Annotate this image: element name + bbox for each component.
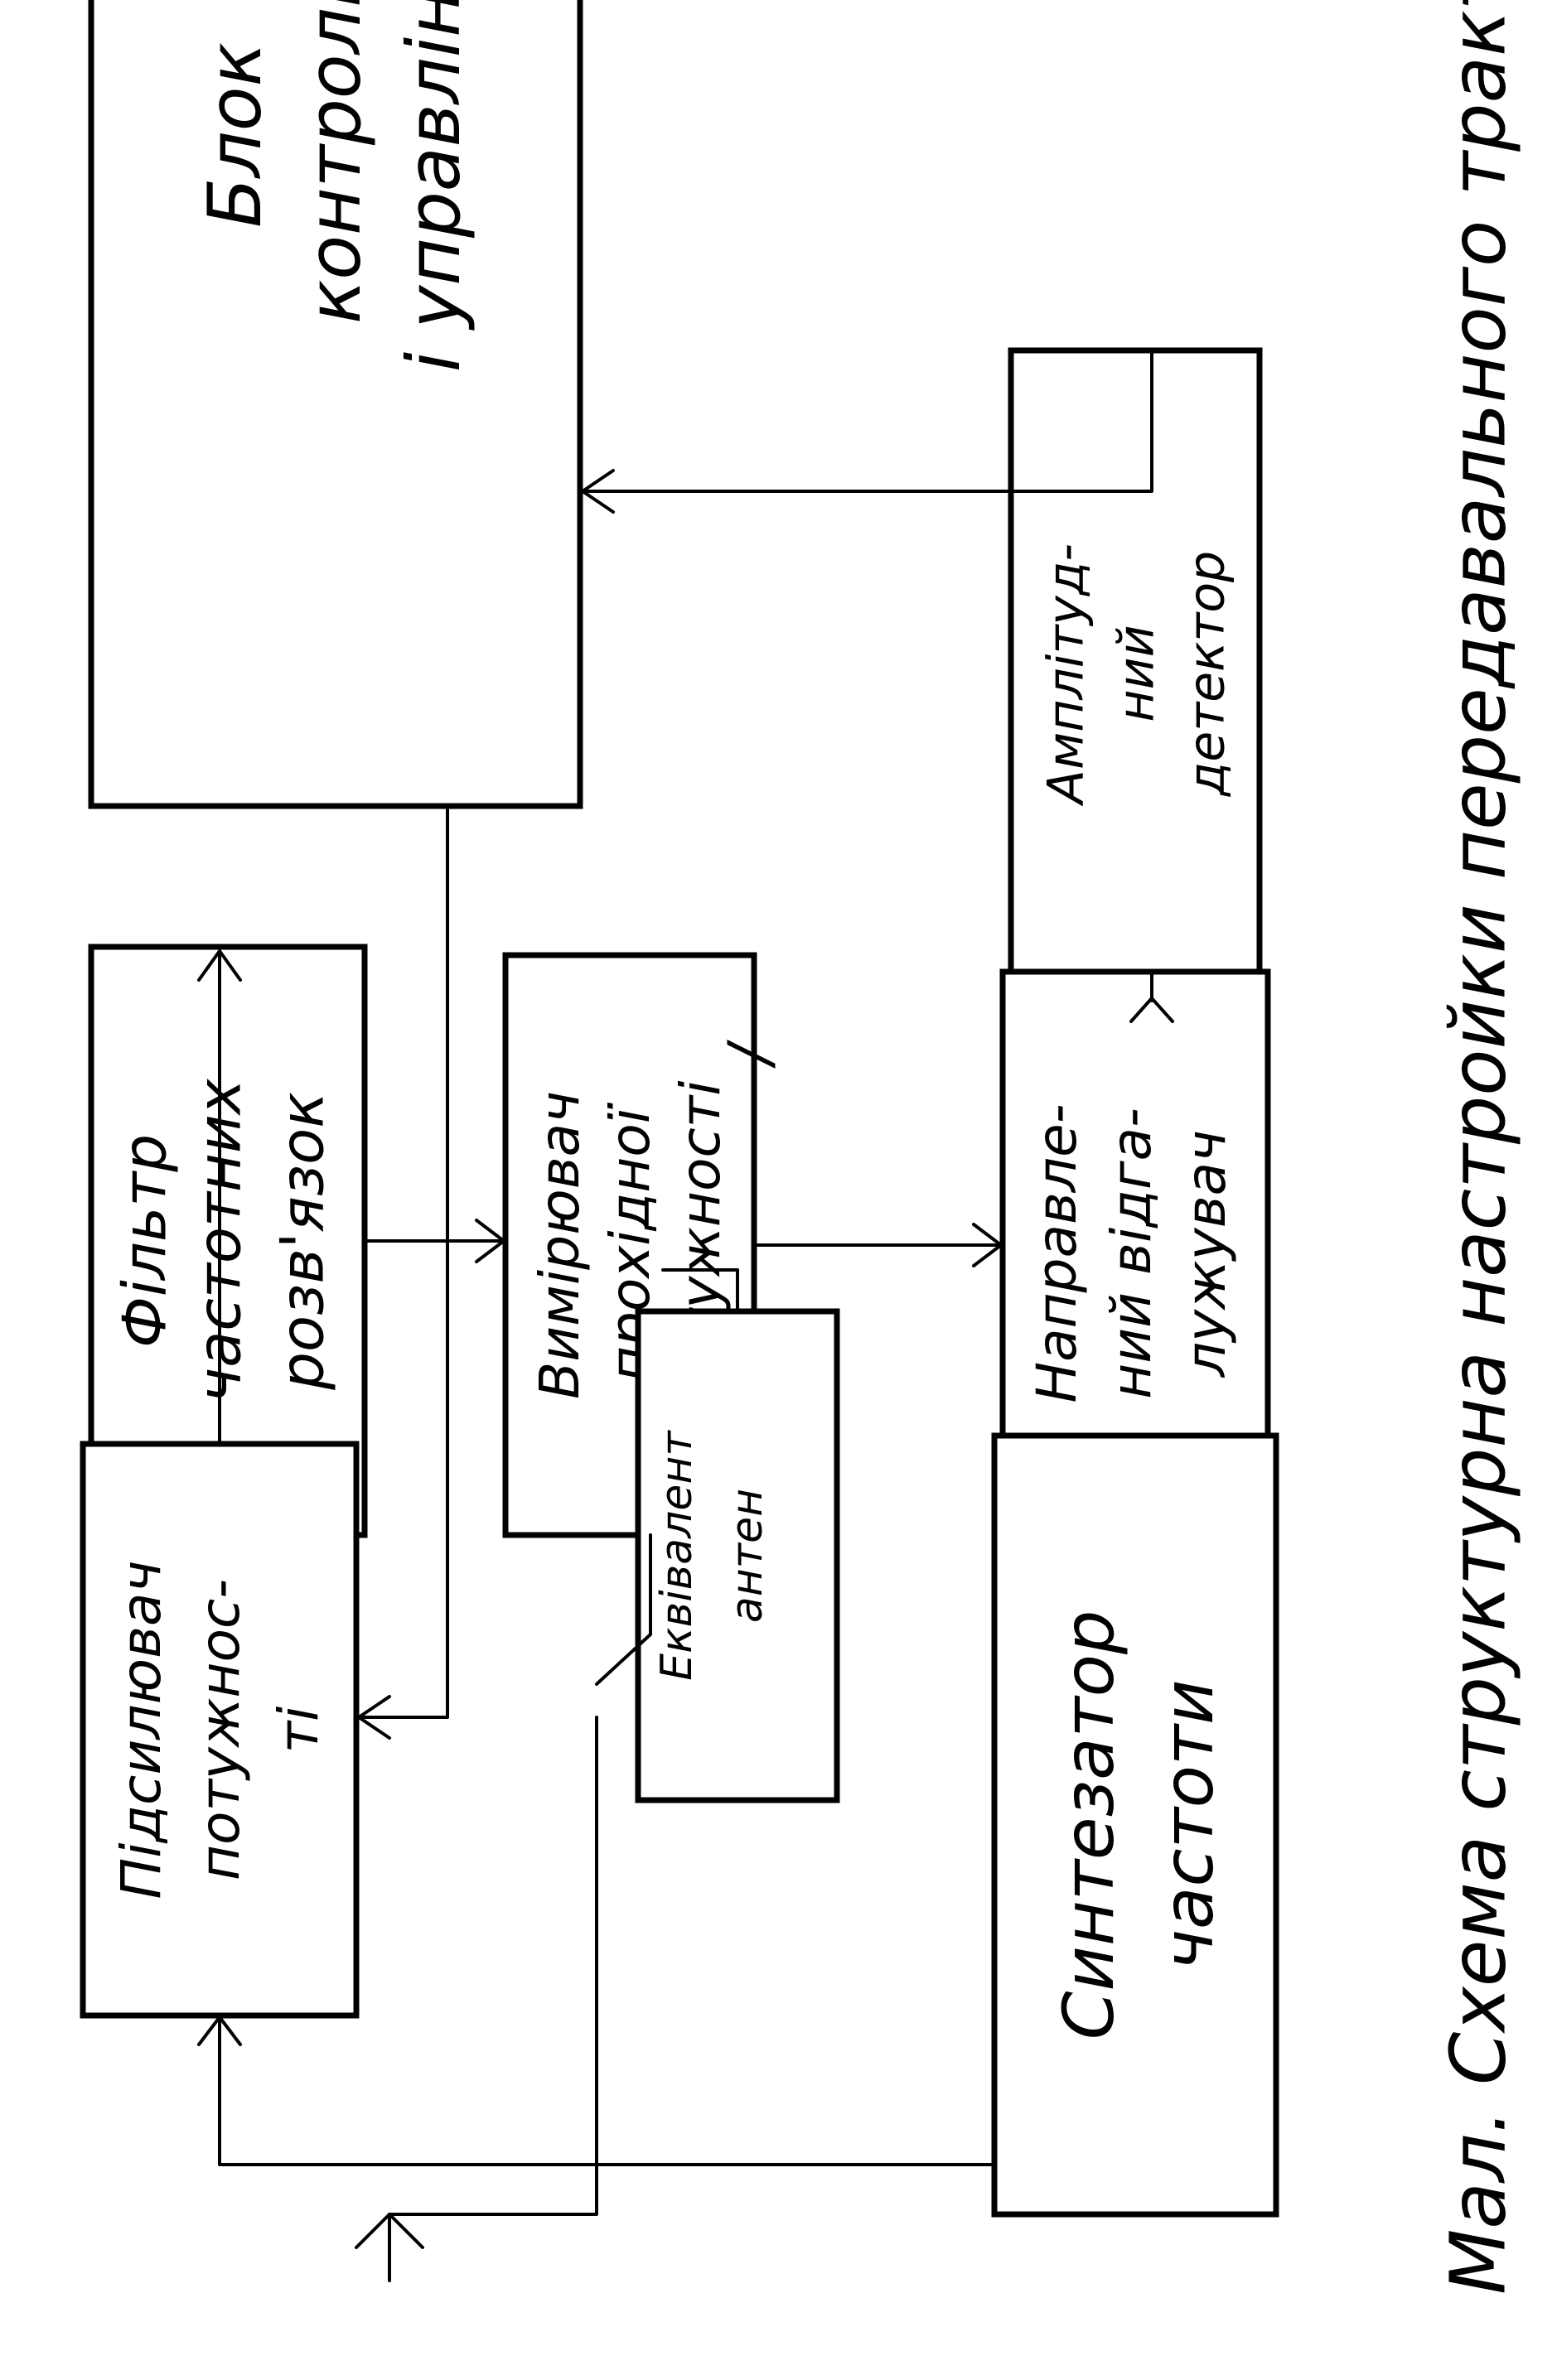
arrowhead-coupler-input bbox=[972, 1223, 1003, 1267]
block-directional-coupler-line-3: лужувач bbox=[1174, 1130, 1238, 1378]
link-detector-to-control bbox=[583, 349, 1153, 493]
arrowhead-detector-input bbox=[1129, 997, 1174, 1023]
link-dummy-load-contact bbox=[661, 1268, 739, 1313]
arrowhead-amplifier-input bbox=[197, 2016, 242, 2046]
block-control-unit-line-2: контролю bbox=[292, 0, 377, 324]
block-frequency-filter-line-3: розв'язок bbox=[268, 1092, 337, 1390]
block-frequency-filter-line-1: Фільтр bbox=[110, 1134, 180, 1348]
diagram-caption: Мал. Схема структурна настройки передава… bbox=[1434, 0, 1522, 2295]
arrowhead-amplifier-control bbox=[357, 1695, 391, 1740]
block-frequency-synthesizer-line-2: частоти bbox=[1148, 1679, 1229, 1970]
block-amplitude-detector-line-1: Амплітуд- bbox=[1037, 543, 1095, 807]
block-throughput-power-meter-line-1: Вимірювач bbox=[528, 1091, 592, 1399]
block-amplitude-detector: Амплітуд- ний детектор bbox=[1008, 347, 1263, 1000]
arrowhead-control-input bbox=[581, 469, 615, 514]
block-frequency-synthesizer-line-1: Синтезатор bbox=[1048, 1610, 1129, 2040]
arrowhead-meter-input bbox=[475, 1219, 505, 1263]
block-amplitude-detector-line-3: детектор bbox=[1178, 551, 1236, 797]
antenna-symbol bbox=[355, 2213, 424, 2282]
block-amplitude-detector-line-2: ний bbox=[1108, 625, 1166, 722]
block-power-amplifier-line-2: потужнос- bbox=[188, 1579, 252, 1880]
block-antenna-equivalent-line-2: антен bbox=[723, 1489, 772, 1623]
link-switch-to-antenna bbox=[388, 1716, 598, 2216]
block-frequency-synthesizer: Синтезатор частоти bbox=[991, 1432, 1279, 2218]
block-control-unit-line-3: і управління bbox=[391, 0, 476, 372]
link-control-to-amplifier bbox=[359, 804, 449, 1719]
block-directional-coupler-line-1: Направле- bbox=[1025, 1103, 1089, 1402]
block-power-amplifier-line-3: ті bbox=[267, 1706, 331, 1753]
block-power-amplifier: Підсилювач потужнос- ті bbox=[80, 1441, 360, 2019]
link-meter-to-switch bbox=[595, 1533, 652, 1686]
block-power-amplifier-line-1: Підсилювач bbox=[109, 1561, 173, 1900]
block-control-unit: Блок контролю і управління bbox=[88, 0, 583, 809]
arrowhead-filter-input bbox=[197, 949, 242, 982]
block-control-unit-line-1: Блок bbox=[192, 42, 278, 228]
block-directional-coupler-line-2: ний відга- bbox=[1100, 1108, 1163, 1399]
block-antenna-equivalent-line-1: Еквівалент bbox=[652, 1430, 702, 1681]
link-synthesizer-to-amplifier bbox=[218, 2018, 996, 2166]
block-antenna-equivalent: Еквівалент антен bbox=[635, 1308, 840, 1803]
block-directional-coupler: Направле- ний відга- лужувач bbox=[999, 968, 1271, 1538]
